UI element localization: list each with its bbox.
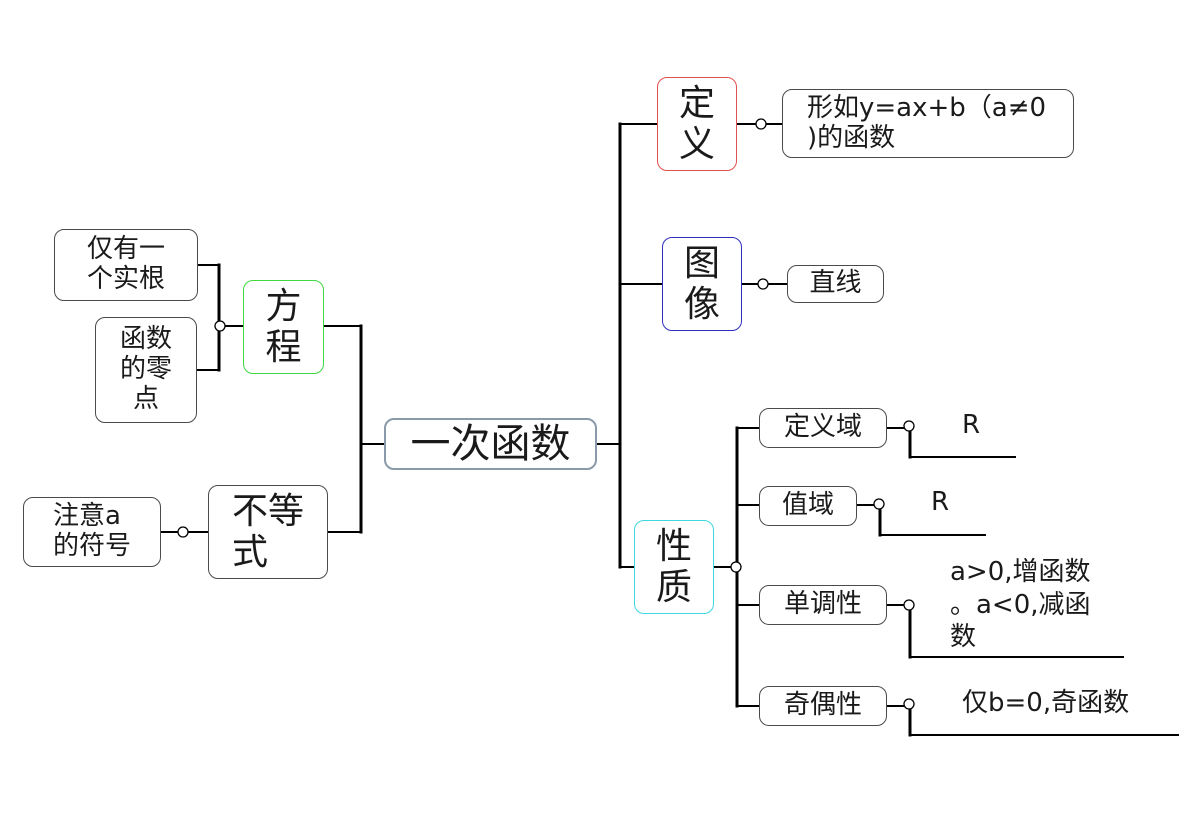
branch-inequality[interactable]: 不等 式 bbox=[208, 485, 328, 579]
property-monotonicity-label: 单调性 bbox=[783, 589, 862, 620]
branch-definition-label: 定 义 bbox=[678, 82, 715, 165]
definition-child[interactable]: 形如y=ax+b（a≠0 )的函数 bbox=[782, 89, 1074, 158]
equation-child-zero-point-label: 函数 的零 点 bbox=[119, 324, 172, 414]
branch-properties-label: 性 质 bbox=[655, 525, 692, 608]
equation-child-single-root-label: 仅有一 个实根 bbox=[86, 234, 165, 294]
root-label: 一次函数 bbox=[410, 421, 571, 467]
inequality-child-label: 注意a 的符号 bbox=[52, 501, 131, 561]
branch-properties[interactable]: 性 质 bbox=[634, 520, 714, 614]
branch-graph[interactable]: 图 像 bbox=[662, 237, 742, 331]
property-parity-label: 奇偶性 bbox=[783, 690, 862, 721]
equation-child-zero-point[interactable]: 函数 的零 点 bbox=[95, 317, 197, 423]
property-parity-value: 仅b=0,奇函数 bbox=[962, 688, 1130, 718]
graph-child-label: 直线 bbox=[809, 268, 862, 299]
branch-inequality-label: 不等 式 bbox=[231, 490, 304, 573]
branch-equation[interactable]: 方 程 bbox=[243, 280, 324, 374]
property-range-label: 值域 bbox=[781, 490, 834, 521]
property-parity[interactable]: 奇偶性 bbox=[759, 686, 887, 726]
property-domain-value: R bbox=[962, 410, 981, 440]
root-node[interactable]: 一次函数 bbox=[384, 418, 597, 470]
definition-child-label: 形如y=ax+b（a≠0 )的函数 bbox=[807, 92, 1047, 153]
inequality-child[interactable]: 注意a 的符号 bbox=[23, 497, 161, 567]
branch-graph-label: 图 像 bbox=[683, 242, 720, 325]
graph-child[interactable]: 直线 bbox=[787, 265, 884, 303]
property-range-value: R bbox=[931, 487, 950, 517]
property-monotonicity-value: a>0,增函数 。a<0,减函 数 bbox=[950, 557, 1091, 652]
branch-equation-label: 方 程 bbox=[265, 285, 302, 368]
property-domain-label: 定义域 bbox=[783, 412, 862, 443]
equation-child-single-root[interactable]: 仅有一 个实根 bbox=[54, 229, 198, 301]
property-domain[interactable]: 定义域 bbox=[759, 408, 887, 448]
property-range[interactable]: 值域 bbox=[759, 486, 857, 526]
branch-definition[interactable]: 定 义 bbox=[657, 77, 737, 171]
property-monotonicity[interactable]: 单调性 bbox=[759, 585, 887, 625]
